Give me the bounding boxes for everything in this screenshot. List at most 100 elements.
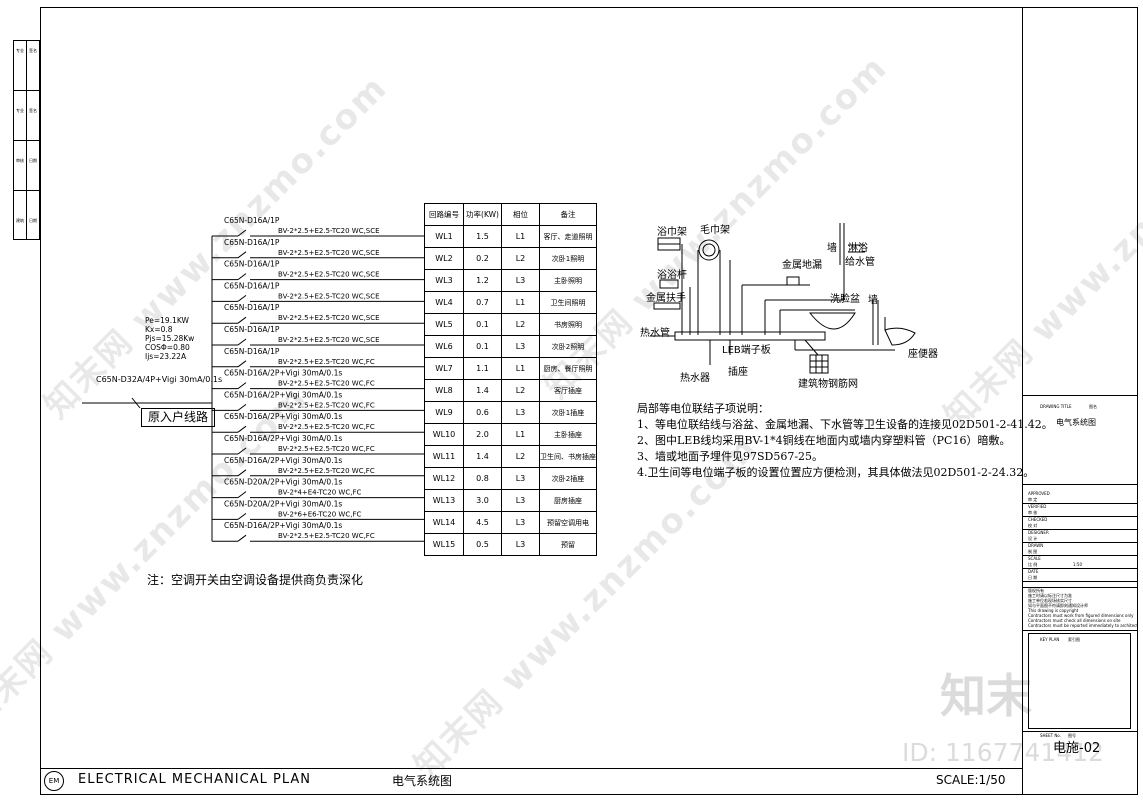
circuit-phase: L3: [501, 401, 540, 424]
breaker-switch: [237, 469, 247, 477]
leb-label: 浴浴杆: [657, 269, 687, 281]
cable-label: BV-2*2.5+E2.5-TC20 WC,FC: [278, 358, 375, 366]
col-header: 功率(KW): [463, 203, 502, 226]
circuit-remark: 次卧1插座: [539, 401, 597, 424]
cable-label: BV-2*2.5+E2.5-TC20 WC,FC: [278, 423, 375, 431]
main-params: Pe=19.1KW Kx=0.8 Pjs=15.28Kw COSΦ=0.80 I…: [145, 316, 194, 361]
breaker-label: C65N-D16A/1P: [224, 216, 280, 225]
breaker-label: C65N-D16A/1P: [224, 260, 280, 269]
breaker-switch: [237, 273, 247, 281]
drawing-frame: [40, 7, 1138, 795]
circuit-phase: L1: [501, 357, 540, 380]
circuit-id: WL2: [424, 247, 464, 270]
breaker-switch: [237, 447, 247, 455]
note-item: 2、图中LEB线均采用BV-1*4铜线在地面内或墙内穿塑料管（PC16）暗敷。: [637, 434, 1011, 447]
breaker-label: C65N-D20A/2P+Vigi 30mA/0.1s: [224, 499, 342, 508]
field-divider: [1023, 568, 1138, 569]
cable-label: BV-2*2.5+E2.5-TC20 WC,SCE: [278, 271, 380, 279]
sheet-no: 电施-02: [1053, 741, 1101, 756]
main-breaker-switch: [131, 397, 141, 409]
side-stamp-text: 建筑: [16, 218, 24, 223]
leb-label: 墙: [827, 241, 837, 254]
cable-label: BV-2*2.5+E2.5-TC20 WC,SCE: [278, 227, 380, 235]
circuit-power: 0.2: [463, 247, 502, 270]
cable-label: BV-2*2.5+E2.5-TC20 WC,SCE: [278, 249, 380, 257]
title-block-divider: [1022, 7, 1023, 795]
main-breaker-label: C65N-D32A/4P+Vigi 30mA/0.1s: [96, 375, 223, 384]
circuit-phase: L3: [501, 269, 540, 292]
drawing-title: 电气系统图: [1056, 418, 1096, 427]
leb-label: 建筑物钢筋网: [798, 377, 858, 390]
circuit-phase: L2: [501, 313, 540, 336]
sheet-no-cn: 图号: [1068, 733, 1076, 738]
circuit-id: WL6: [424, 335, 464, 358]
circuit-remark: 卫生间照明: [539, 291, 597, 314]
drawing-title-label: DRAWING TITLE: [1040, 404, 1072, 409]
field-label-cn: 审 定: [1028, 497, 1038, 502]
copyright-line: Contractors must work from figured dimen…: [1028, 613, 1134, 618]
breaker-switch: [237, 229, 247, 237]
ac-note: 注：空调开关由空调设备提供商负责深化: [147, 573, 364, 587]
breaker-label: C65N-D16A/1P: [224, 325, 280, 334]
leb-label: 洗脸盆: [830, 292, 860, 305]
side-stamp-text: 签名: [29, 108, 37, 113]
circuit-remark: 预留空调用电: [539, 511, 597, 534]
field-divider: [1023, 529, 1138, 530]
circuit-power: 0.1: [463, 335, 502, 358]
col-header: 相位: [501, 203, 540, 226]
circuit-power: 4.5: [463, 511, 502, 534]
field-label-en: DRAWN: [1028, 543, 1044, 548]
breaker-label: C65N-D20A/2P+Vigi 30mA/0.1s: [224, 478, 342, 487]
circuit-remark: 次卧2插座: [539, 467, 597, 490]
id-text: ID: 1167741412: [902, 738, 1105, 767]
sheet-no-label: SHEET No.: [1040, 733, 1061, 738]
copyright-line: 如与平面图不符请即刻通知设计师: [1028, 603, 1088, 608]
circuit-power: 2.0: [463, 423, 502, 446]
leb-label: 金属扶手: [646, 291, 686, 304]
circuit-phase: L3: [501, 533, 540, 556]
param-pe: Pe=19.1KW: [145, 316, 189, 325]
field-divider: [1023, 555, 1138, 556]
breaker-switch: [237, 360, 247, 368]
param-cos: COSΦ=0.80: [145, 343, 190, 352]
footer-badge: EM: [44, 771, 64, 791]
footer-divider: [40, 768, 1022, 769]
breaker-label: C65N-D16A/1P: [224, 238, 280, 247]
field-label-cn: 日 期: [1028, 575, 1038, 580]
leb-label: 金属地漏: [782, 258, 822, 271]
field-label-en: APPROVED: [1028, 491, 1050, 496]
footer-scale: SCALE:1/50: [936, 773, 1006, 787]
field-label-cn: 审 核: [1028, 510, 1038, 515]
circuit-power: 0.5: [463, 533, 502, 556]
breaker-switch: [237, 251, 247, 259]
breaker-label: C65N-D16A/2P+Vigi 30mA/0.1s: [224, 412, 342, 421]
circuit-remark: 客厅插座: [539, 379, 597, 402]
circuit-power: 1.5: [463, 225, 502, 248]
circuit-phase: L2: [501, 247, 540, 270]
cable-label: BV-2*4+E4-TC20 WC,FC: [278, 489, 361, 497]
note-item: 4.卫生间等电位端子板的设置位置应方便检测，其具体做法见02D501-2-24.…: [637, 466, 1035, 479]
cable-label: BV-2*2.5+E2.5-TC20 WC,FC: [278, 380, 375, 388]
circuit-id: WL9: [424, 401, 464, 424]
cable-label: BV-2*6+E6-TC20 WC,FC: [278, 510, 361, 518]
breaker-label: C65N-D16A/2P+Vigi 30mA/0.1s: [224, 390, 342, 399]
notes-title: 局部等电位联结子项说明：: [637, 402, 769, 415]
side-stamp-text: 日期: [29, 218, 37, 223]
circuit-power: 0.8: [463, 467, 502, 490]
copyright-line: Contractors must be reported immediately…: [1028, 623, 1138, 628]
cable-label: BV-2*2.5+E2.5-TC20 WC,FC: [278, 467, 375, 475]
circuit-remark: 主卧照明: [539, 269, 597, 292]
circuit-id: WL3: [424, 269, 464, 292]
side-stamp-text: 审核: [16, 158, 24, 163]
circuit-remark: 主卧插座: [539, 423, 597, 446]
breaker-switch: [237, 534, 247, 542]
circuit-phase: L3: [501, 489, 540, 512]
